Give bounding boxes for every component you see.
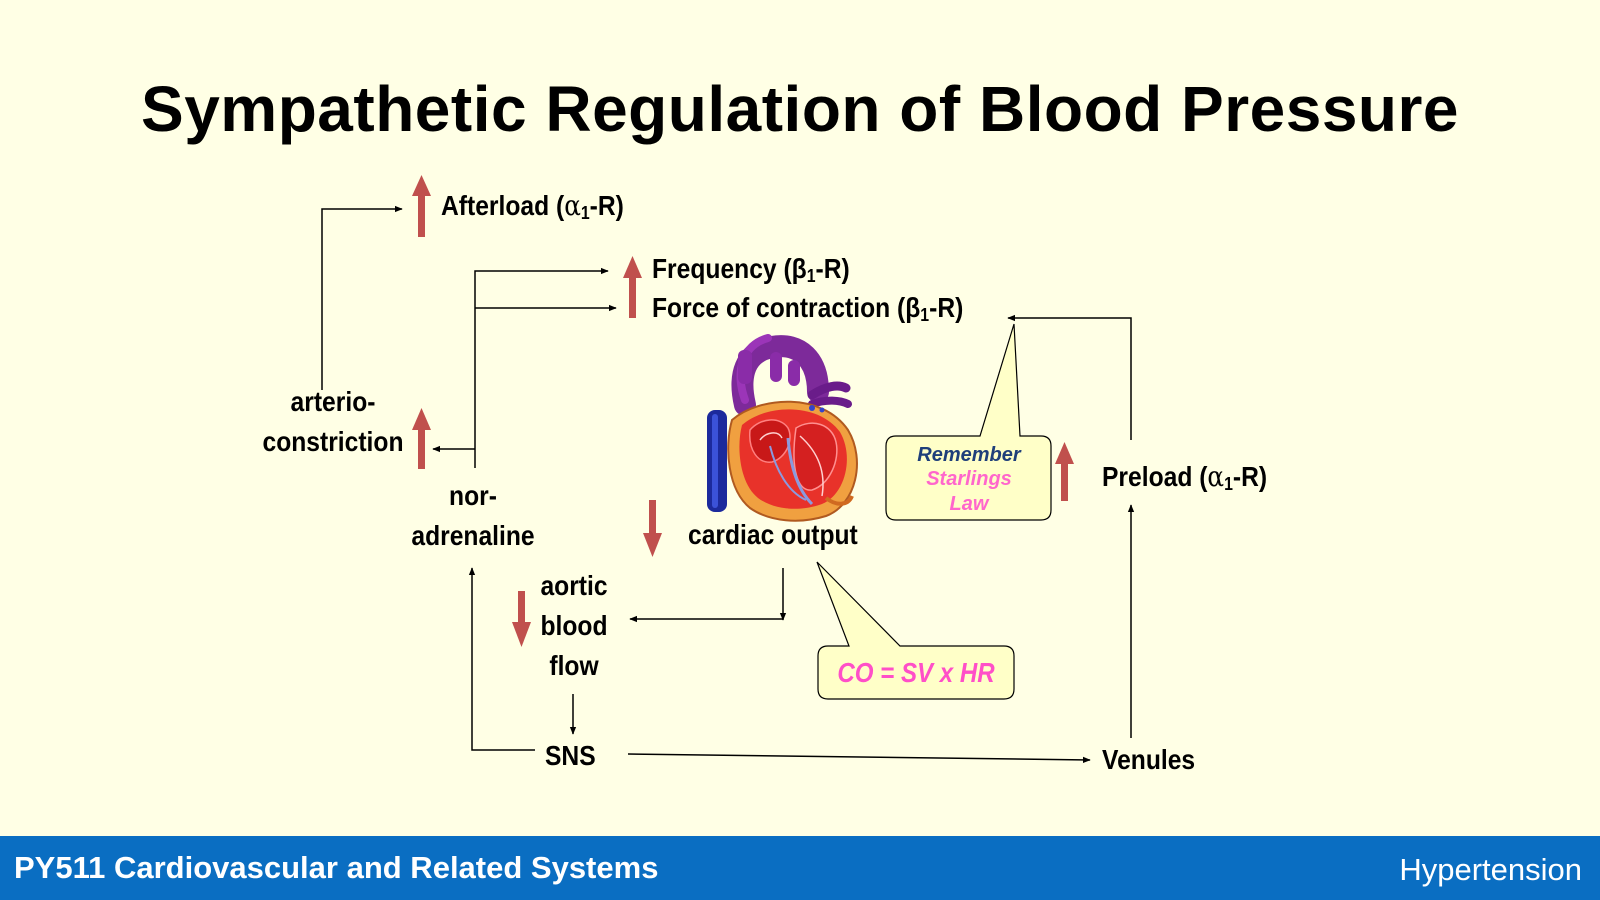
arterio-constriction-label: arterio- constriction [262, 386, 404, 457]
frequency-label: Frequency (β1-R) [652, 253, 850, 286]
starling-callout-line1: Remember [917, 444, 1021, 466]
aortic-blood-flow-label: aortic blood flow [540, 570, 608, 681]
connector-preload-force [1007, 314, 1132, 440]
up-arrow-icon [1055, 442, 1074, 501]
connector-sns-venules [627, 753, 1091, 764]
preload-label: Preload (α1-R) [1102, 460, 1268, 494]
starling-callout-line3: Law [949, 493, 989, 515]
connector-sns-noradrenaline [468, 567, 535, 751]
up-arrow-icon [623, 256, 642, 318]
starling-callout-line2: Starlings [926, 468, 1012, 490]
down-arrow-icon [643, 500, 662, 557]
up-arrow-icon [412, 175, 431, 237]
up-arrow-icon [412, 408, 431, 469]
footer-bar: PY511 Cardiovascular and Related Systems… [0, 836, 1600, 900]
footer-topic: Hypertension [1399, 852, 1582, 887]
slide-title: Sympathetic Regulation of Blood Pressure [141, 73, 1459, 145]
cardiac-output-label: cardiac output [688, 519, 858, 550]
starling-callout: Remember Starlings Law [888, 443, 1050, 517]
diagram-connectors [321, 175, 1135, 764]
connector-arterio-afterload [321, 205, 403, 390]
force-of-contraction-label: Force of contraction (β1-R) [652, 292, 964, 325]
heart-icon [707, 334, 858, 522]
down-arrow-icon [512, 591, 531, 647]
afterload-label: Afterload (α1-R) [441, 189, 624, 223]
noradrenaline-label: nor- adrenaline [411, 480, 535, 551]
connector-noradrenaline-frequency [474, 267, 609, 468]
co-callout-shape [816, 561, 1015, 700]
footer-course: PY511 Cardiovascular and Related Systems [14, 850, 659, 885]
sns-label: SNS [545, 740, 596, 771]
venules-label: Venules [1102, 744, 1196, 775]
co-formula-callout: CO = SV x HR [837, 657, 995, 688]
starling-callout-shape [885, 323, 1052, 521]
